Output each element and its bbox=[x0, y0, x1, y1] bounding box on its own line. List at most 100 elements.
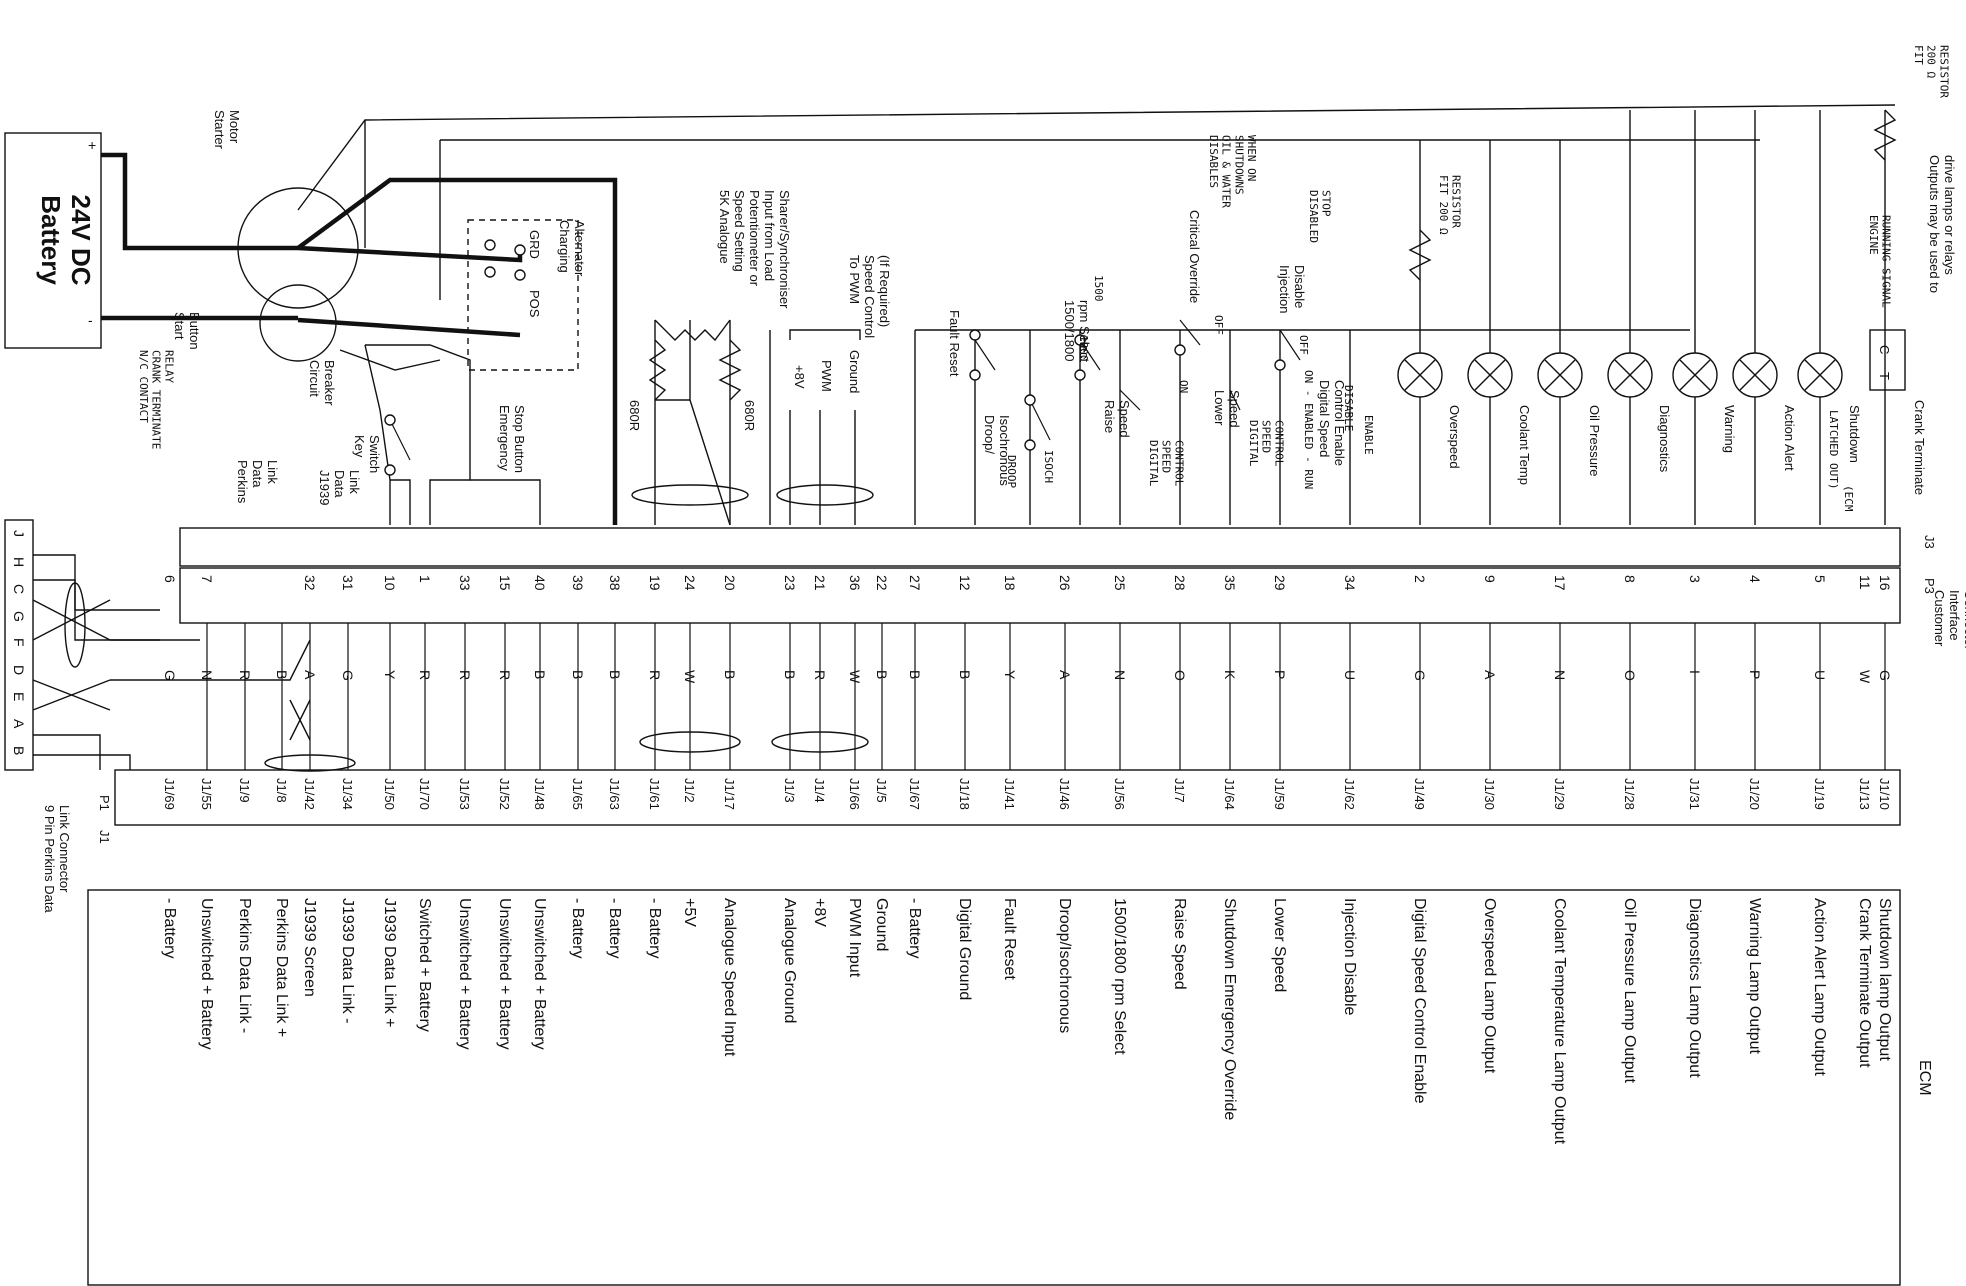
j1-pin: J1/66 bbox=[847, 778, 862, 810]
j1-pin: J1/64 bbox=[1222, 778, 1237, 810]
p3-pin-number: 20 bbox=[722, 575, 738, 591]
engine-running-note: ENGINERUNNING SIGNAL bbox=[1867, 215, 1893, 308]
j1-pin: J1/48 bbox=[532, 778, 547, 810]
j1-pin: J1/61 bbox=[647, 778, 662, 810]
p3-pin-number: 34 bbox=[1342, 575, 1358, 591]
p3-pin-number: 23 bbox=[782, 575, 798, 591]
wire-color: N bbox=[199, 670, 215, 680]
j1-pin: J1/41 bbox=[1002, 778, 1017, 810]
p3-pin-number: 28 bbox=[1172, 575, 1188, 591]
j1-pin: J1/69 bbox=[162, 778, 177, 810]
p3-pin-number: 38 bbox=[607, 575, 623, 591]
droop-label: Droop/Isochronous bbox=[982, 415, 1012, 486]
ecm-function: +8V bbox=[811, 898, 828, 927]
p3-pin-number: 18 bbox=[1002, 575, 1018, 591]
p3-pin-number: 8 bbox=[1622, 575, 1638, 583]
circuit-breaker-label: CircuitBreaker bbox=[307, 360, 337, 406]
crank-terminate-label: Crank Terminate bbox=[1912, 400, 1927, 495]
droop-note: DROOP bbox=[1005, 455, 1018, 488]
ecm-function: PWM Input bbox=[846, 898, 863, 978]
pwm-8v: +8V bbox=[792, 365, 807, 389]
j1-pin: J1/20 bbox=[1747, 778, 1762, 810]
lamp-label: Diagnostics bbox=[1657, 405, 1672, 473]
wire-color: N bbox=[1112, 670, 1128, 680]
perkins-label: PerkinsDataLink bbox=[235, 460, 280, 504]
ecm-function: - Battery bbox=[646, 898, 663, 958]
wire-color: G bbox=[1412, 670, 1428, 681]
wire-color: O bbox=[1172, 670, 1188, 681]
lamp-cross bbox=[1739, 359, 1771, 391]
p3-pin-number: 21 bbox=[812, 575, 828, 591]
wire-color: U bbox=[1812, 670, 1828, 680]
shield-pwm-lower bbox=[771, 731, 869, 753]
digital-speed-control-2: DIGITALSPEEDCONTROL bbox=[1247, 420, 1285, 467]
p3-pin-number: 25 bbox=[1112, 575, 1128, 591]
lamp-cross bbox=[1804, 359, 1836, 391]
nine-pin-box bbox=[4, 519, 34, 771]
ecm-function: Diagnostics Lamp Output bbox=[1686, 898, 1703, 1078]
shield-pwm bbox=[776, 484, 874, 506]
ecm-function: Unswitched + Battery bbox=[198, 898, 215, 1050]
j1-pin: J1/46 bbox=[1057, 778, 1072, 810]
p3-pin-number: 22 bbox=[874, 575, 890, 591]
ecm-function: J1939 Screen bbox=[301, 898, 318, 997]
start-button-label: StartButton bbox=[172, 312, 202, 350]
wire-color: Y bbox=[1002, 670, 1018, 680]
shield-link bbox=[64, 582, 86, 668]
lamp-cross bbox=[1614, 359, 1646, 391]
p3-pin-number: 40 bbox=[532, 575, 548, 591]
j1-pin: J1/2 bbox=[682, 778, 697, 803]
pos-label: POS bbox=[527, 290, 542, 318]
wire-color: G bbox=[162, 670, 178, 681]
lamps bbox=[1397, 352, 1843, 398]
ecm-function: Digital Speed Control Enable bbox=[1411, 898, 1428, 1104]
ecm-function: Ground bbox=[873, 898, 890, 951]
p3-pin-number: 39 bbox=[570, 575, 586, 591]
p3-pin-number: 9 bbox=[1482, 575, 1498, 583]
ecm-function: Action Alert Lamp Output bbox=[1811, 898, 1828, 1076]
p3-pin-number: 19 bbox=[647, 575, 663, 591]
j1-pin: J1/29 bbox=[1552, 778, 1567, 810]
j1-pin: J1/42 bbox=[302, 778, 317, 810]
j1-pin: J1/31 bbox=[1687, 778, 1702, 810]
ecm-function: Overspeed Lamp Output bbox=[1481, 898, 1498, 1074]
ecm-function: Analogue Speed Input bbox=[721, 898, 738, 1057]
p3-pin-number: 4 bbox=[1747, 575, 1763, 583]
p3-pin-number: 31 bbox=[340, 575, 356, 591]
pwm-ground: Ground bbox=[847, 350, 862, 393]
ecm-function: Oil Pressure Lamp Output bbox=[1621, 898, 1638, 1084]
fit-resistor-2: FIT200 ΩRESISTOR bbox=[1912, 45, 1950, 98]
nine-pin-letter: J bbox=[11, 530, 27, 537]
nine-pin-letter: C bbox=[11, 584, 27, 594]
dsc-enable-note: ON - ENABLED - RUN bbox=[1302, 370, 1315, 489]
ecm-function: Coolant Temperature Lamp Output bbox=[1551, 898, 1568, 1145]
j1-pin: J1/70 bbox=[417, 778, 432, 810]
p3-pin-number: 2 bbox=[1412, 575, 1428, 583]
wire-color: G bbox=[340, 670, 356, 681]
critical-override-label: Critical Override bbox=[1187, 210, 1202, 303]
raise-speed-label: RaiseSpeed bbox=[1102, 400, 1132, 438]
nine-pin-letter: B bbox=[11, 746, 27, 755]
wire-color: B bbox=[957, 670, 973, 679]
p3-pin-number: 35 bbox=[1222, 575, 1238, 591]
wire-color: W bbox=[1857, 670, 1873, 684]
isoch-note: ISOCH bbox=[1042, 450, 1055, 483]
rpm-1800: 1800 bbox=[1077, 335, 1090, 362]
j1-pin: J1/65 bbox=[570, 778, 585, 810]
wire-color: A bbox=[302, 670, 318, 680]
override-note: DISABLESOIL & WATERSHUTDOWNSWHEN ON bbox=[1207, 135, 1258, 208]
nine-pin-letter: D bbox=[11, 665, 27, 675]
j1-pin: J1/49 bbox=[1412, 778, 1427, 810]
relay-t: T bbox=[1877, 372, 1892, 380]
j1-pin: J1/50 bbox=[382, 778, 397, 810]
ecm-box bbox=[87, 889, 1901, 1286]
wire-color: R bbox=[417, 670, 433, 680]
j1-pin: J1/56 bbox=[1112, 778, 1127, 810]
battery-pos: + bbox=[88, 137, 96, 153]
wire-color: P bbox=[1747, 670, 1763, 679]
j1-pin: J1/34 bbox=[340, 778, 355, 810]
j1-pin: J1/59 bbox=[1272, 778, 1287, 810]
p3-pin-number: 29 bbox=[1272, 575, 1288, 591]
alternator-label: ChargingAlternator bbox=[557, 220, 587, 277]
